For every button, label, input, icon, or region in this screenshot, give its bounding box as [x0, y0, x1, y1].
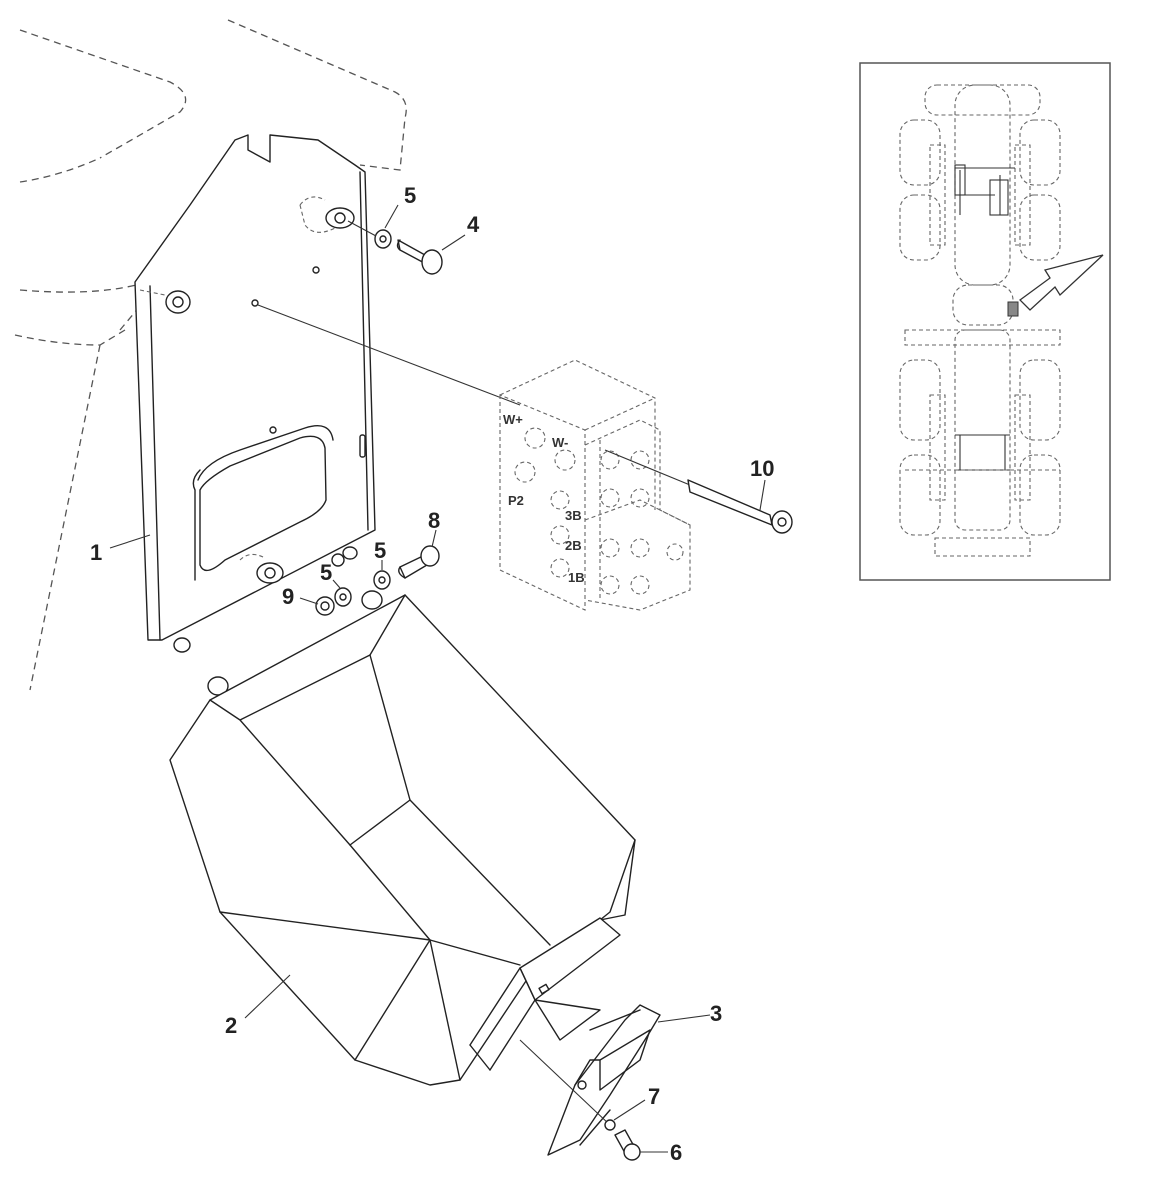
cab-outline-dashed: [14, 19, 407, 691]
bolt-4: [396, 239, 443, 275]
callout-5-lower-right: 5: [374, 538, 386, 563]
callout-8: 8: [428, 508, 440, 533]
callout-9: 9: [282, 584, 294, 609]
bushing-top-right: [299, 196, 355, 233]
port-label-1b: 1B: [568, 570, 585, 585]
washer-5-lower-left: [334, 587, 352, 607]
port-label-3b: 3B: [565, 508, 582, 523]
bushing-top-left: [139, 289, 191, 314]
port-label-p2: P2: [508, 493, 524, 508]
callout-4: 4: [467, 212, 480, 237]
axis-line-handle: [519, 1039, 611, 1126]
callout-5-top: 5: [404, 183, 416, 208]
callout-numbers: 1 2 3 4 5 5 5 6 7 8 9 10: [90, 183, 774, 1165]
inset-locator-view: [859, 62, 1111, 581]
washer-5-lower-right: [373, 570, 391, 590]
axis-line-valve: [257, 304, 521, 406]
axis-line-top: [347, 220, 377, 237]
washer-5-top: [374, 229, 392, 249]
port-label-w-minus: W-: [552, 435, 568, 450]
callout-1: 1: [90, 540, 102, 565]
callout-3: 3: [710, 1001, 722, 1026]
callout-5-lower-left: 5: [320, 560, 332, 585]
mounting-plate: [134, 134, 376, 653]
handle-3: [547, 1004, 661, 1156]
callout-6: 6: [670, 1140, 682, 1165]
bushing-bottom: [239, 553, 284, 584]
callout-7: 7: [648, 1084, 660, 1109]
bolt-6: [614, 1129, 641, 1161]
washer-7: [604, 1119, 616, 1131]
nut-9: [315, 596, 335, 616]
cover-box: [169, 594, 636, 1086]
bolt-10: [604, 449, 793, 534]
port-label-2b: 2B: [565, 538, 582, 553]
cover-mount-tab-right: [361, 590, 383, 610]
callout-2: 2: [225, 1013, 237, 1038]
bolt-8: [398, 545, 440, 579]
callout-leaders: [109, 204, 766, 1153]
port-label-w-plus: W+: [503, 412, 523, 427]
callout-10: 10: [750, 456, 774, 481]
valve-block: W+ W- P2 3B 2B 1B: [499, 359, 691, 611]
